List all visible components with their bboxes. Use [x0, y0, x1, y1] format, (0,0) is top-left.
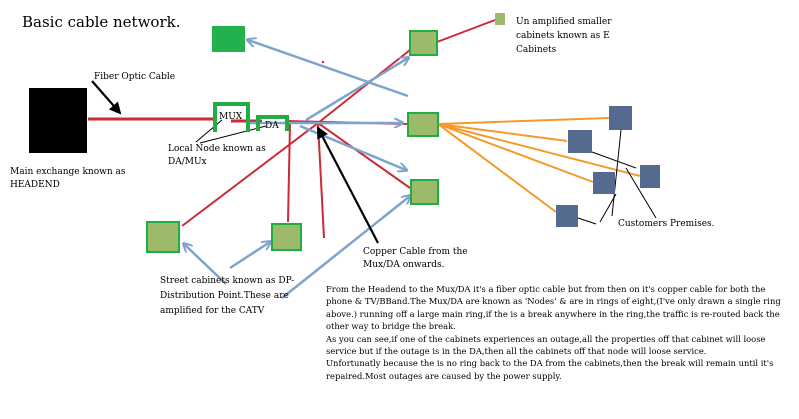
copper-line-down	[317, 122, 325, 239]
headend-label-line1: Main exchange known as	[10, 167, 126, 177]
e-cabinet	[495, 13, 505, 25]
customer-line-5	[437, 123, 557, 213]
customer-premise-1	[609, 106, 632, 130]
local-node-label-line2: DA/MUx	[168, 157, 207, 167]
customer-line-3	[437, 123, 641, 177]
fiber-optic-label: Fiber Optic Cable	[94, 72, 176, 82]
customer-premise-3	[640, 165, 660, 188]
mux-label: MUX	[219, 112, 243, 122]
dp-cabinet-left	[146, 221, 180, 253]
dp-cabinet-right	[271, 223, 302, 251]
customer-line-4	[437, 123, 594, 183]
customer-pointer-3	[625, 167, 657, 219]
diagram-title: Basic cable network.	[22, 13, 181, 31]
blue-link-to-right-dp	[229, 242, 270, 270]
customer-pointer-4	[599, 193, 617, 223]
street-cabinets-label-line2: Distribution Point.These are	[160, 291, 289, 301]
blue-link-top-left-cabinet	[248, 40, 409, 98]
customer-premise-5	[556, 205, 578, 227]
description-paragraph-2: As you can see,if one of the cabinets ex…	[326, 333, 766, 357]
da-bracket	[256, 115, 289, 131]
customer-pointer-5	[577, 217, 597, 225]
blue-link-lower-cabinet	[299, 124, 406, 170]
customer-line-1	[437, 117, 610, 125]
copper-line-upper-cabinet	[317, 49, 411, 124]
customer-line-2	[437, 123, 568, 142]
description-text: From the Headend to the Mux/DA it's a fi…	[326, 283, 792, 382]
customer-premise-2	[568, 130, 592, 153]
copper-line-right-dp	[287, 122, 291, 223]
local-node-pointer	[195, 119, 223, 143]
copper-line-left-dp	[181, 122, 319, 227]
local-node-label-line1: Local Node known as	[168, 144, 266, 154]
cabinet-lower	[410, 179, 439, 205]
customers-premises-label: Customers Premises.	[618, 219, 715, 229]
cabinet-upper	[409, 30, 438, 56]
description-paragraph-3: Unfortunatly because the is no ring back…	[326, 358, 774, 381]
headend-label-line2: HEADEND	[10, 180, 60, 190]
headend-block	[29, 88, 87, 153]
mux-bracket	[213, 102, 250, 132]
blue-link-upper-cabinet	[305, 58, 408, 122]
cabinet-top-left	[212, 26, 245, 52]
blue-link-to-left-dp	[184, 244, 227, 285]
street-cabinets-label-line3: amplified for the CATV	[160, 306, 265, 316]
e-cabinets-label-line3: Cabinets	[516, 45, 557, 55]
stray-dot	[321, 60, 325, 64]
fiber-annotation-arrow	[91, 80, 122, 115]
da-label: DA	[265, 121, 279, 131]
e-cabinets-label-line2: cabinets known as E	[516, 31, 610, 41]
copper-cable-label-line1: Copper Cable from the	[363, 247, 468, 257]
street-cabinets-label-line1: Street cabinets known as DP-	[160, 276, 295, 286]
copper-annotation-arrow	[317, 126, 379, 244]
e-cabinets-label-line1: Un amplified smaller	[516, 17, 612, 27]
customer-pointer-1	[611, 129, 622, 217]
cabinet-middle	[407, 112, 439, 137]
copper-line-e-cabinet	[436, 19, 496, 43]
customer-pointer-2	[591, 151, 637, 169]
copper-line-lower-cabinet	[317, 122, 411, 189]
local-node-pointer-2	[199, 125, 267, 144]
blue-link-to-lower-cabinet	[281, 196, 410, 299]
description-paragraph-1: From the Headend to the Mux/DA it's a fi…	[326, 284, 781, 332]
customer-premise-4	[593, 172, 615, 194]
copper-cable-label-line2: Mux/DA onwards.	[363, 260, 445, 270]
